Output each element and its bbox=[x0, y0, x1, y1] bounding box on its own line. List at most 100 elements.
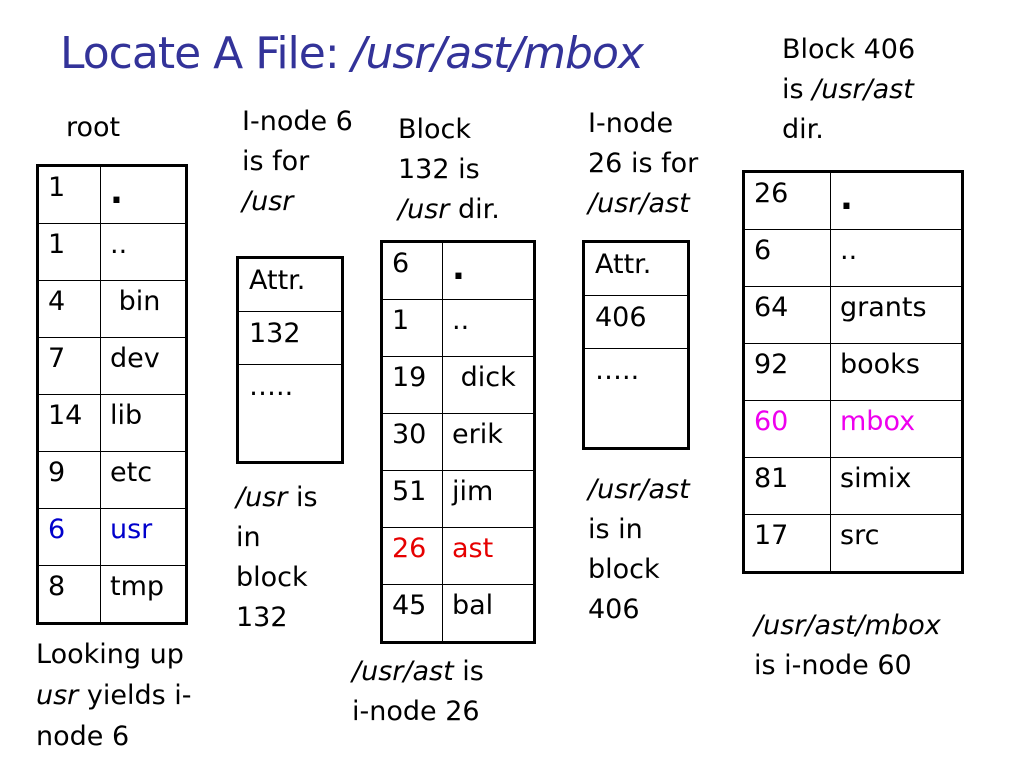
inode-cell: 81 bbox=[743, 457, 831, 515]
inode-cell: 14 bbox=[37, 394, 101, 452]
name-cell: etc bbox=[100, 451, 187, 509]
label-italic: /usr/ast bbox=[812, 74, 914, 105]
caption-text: yields i- bbox=[78, 680, 192, 711]
caption-line: block bbox=[588, 554, 660, 585]
inode26-box: Attr. 406 ….. bbox=[582, 240, 690, 450]
inode-row: 406 bbox=[585, 296, 687, 349]
page-title: Locate A File: /usr/ast/mbox bbox=[60, 28, 644, 79]
name-cell: erik bbox=[442, 413, 535, 471]
label-line: /usr dir. bbox=[398, 190, 500, 230]
name-cell: books bbox=[830, 343, 963, 401]
caption-line: 406 bbox=[588, 594, 640, 625]
label-line: is /usr/ast bbox=[782, 70, 915, 110]
caption-line: block bbox=[236, 562, 308, 593]
label-line: Block 406 bbox=[782, 34, 916, 65]
inode-cell: 92 bbox=[743, 343, 831, 401]
label-italic: /usr bbox=[398, 194, 450, 225]
label-line: /usr bbox=[242, 186, 294, 217]
name-cell: bin bbox=[100, 280, 187, 338]
caption-italic: usr bbox=[36, 680, 79, 711]
name-cell: . bbox=[830, 171, 963, 230]
inode26-label: I-node 26 is for /usr/ast bbox=[588, 104, 698, 224]
inode-cell: 1 bbox=[37, 223, 101, 281]
title-prefix: Locate A File: bbox=[60, 28, 352, 79]
name-cell: dev bbox=[100, 337, 187, 395]
label-line: /usr/ast bbox=[588, 188, 690, 219]
name-cell: . bbox=[100, 165, 187, 224]
caption-line: /usr/ast/mbox bbox=[754, 610, 941, 641]
title-path: /usr/ast/mbox bbox=[351, 28, 644, 79]
inode-cell-highlight: 6 bbox=[37, 508, 101, 566]
inode6-label: I-node 6 is for /usr bbox=[242, 102, 353, 222]
inode-cell: 64 bbox=[743, 286, 831, 344]
inode-cell: 45 bbox=[381, 584, 443, 643]
name-cell: grants bbox=[830, 286, 963, 344]
inode-cell-highlight: 26 bbox=[381, 527, 443, 585]
label-line: 26 is for bbox=[588, 148, 699, 179]
name-cell: .. bbox=[442, 299, 535, 357]
caption-italic: /usr bbox=[236, 482, 288, 513]
inode-cell: 6 bbox=[381, 241, 443, 300]
table-row: 19 dick bbox=[381, 356, 535, 414]
inode26-caption: /usr/ast is in block 406 bbox=[588, 470, 690, 630]
caption-line: is i-node 60 bbox=[754, 650, 912, 681]
name-cell-highlight: mbox bbox=[830, 400, 963, 458]
name-cell: .. bbox=[100, 223, 187, 281]
table-row: 1. bbox=[37, 165, 187, 224]
caption-line: /usr is bbox=[236, 478, 318, 518]
table-row: 1.. bbox=[381, 299, 535, 357]
caption-text: is bbox=[453, 656, 484, 687]
table-row: 26. bbox=[743, 171, 963, 230]
caption-line: 132 bbox=[236, 602, 288, 633]
root-label: root bbox=[66, 112, 121, 143]
caption-line: node 6 bbox=[36, 721, 130, 752]
inode-cell: 30 bbox=[381, 413, 443, 471]
table-row: 6.. bbox=[743, 229, 963, 287]
inode6-box: Attr. 132 ….. bbox=[236, 256, 344, 464]
caption-line: /usr/ast bbox=[588, 474, 690, 505]
table-row: 1.. bbox=[37, 223, 187, 281]
root-caption: Looking up usr yields i- node 6 bbox=[36, 634, 192, 757]
inode-cell: 4 bbox=[37, 280, 101, 338]
caption-line: is in bbox=[588, 514, 643, 545]
block132-caption: /usr/ast is i-node 26 bbox=[352, 652, 484, 732]
label-line: I-node 6 bbox=[242, 106, 353, 137]
inode-row: Attr. bbox=[585, 243, 687, 296]
caption-line: i-node 26 bbox=[352, 696, 480, 727]
name-cell: dick bbox=[442, 356, 535, 414]
label-line: I-node bbox=[588, 108, 674, 139]
name-cell: simix bbox=[830, 457, 963, 515]
caption-line: in bbox=[236, 522, 261, 553]
table-row: 4 bin bbox=[37, 280, 187, 338]
inode-cell: 9 bbox=[37, 451, 101, 509]
name-cell: src bbox=[830, 514, 963, 573]
label-line: Block bbox=[398, 114, 472, 145]
inode-cell-highlight: 60 bbox=[743, 400, 831, 458]
name-cell-highlight: ast bbox=[442, 527, 535, 585]
inode-cell: 1 bbox=[381, 299, 443, 357]
table-row: 6. bbox=[381, 241, 535, 300]
inode6-caption: /usr is in block 132 bbox=[236, 478, 318, 638]
block406-label: Block 406 is /usr/ast dir. bbox=[782, 30, 915, 150]
caption-italic: /usr/ast bbox=[352, 656, 454, 687]
inode-cell: 51 bbox=[381, 470, 443, 528]
label-text: is bbox=[782, 74, 813, 105]
inode-row: ….. bbox=[595, 355, 640, 386]
inode-cell: 7 bbox=[37, 337, 101, 395]
inode-row: 132 bbox=[239, 312, 341, 365]
name-cell: .. bbox=[830, 229, 963, 287]
